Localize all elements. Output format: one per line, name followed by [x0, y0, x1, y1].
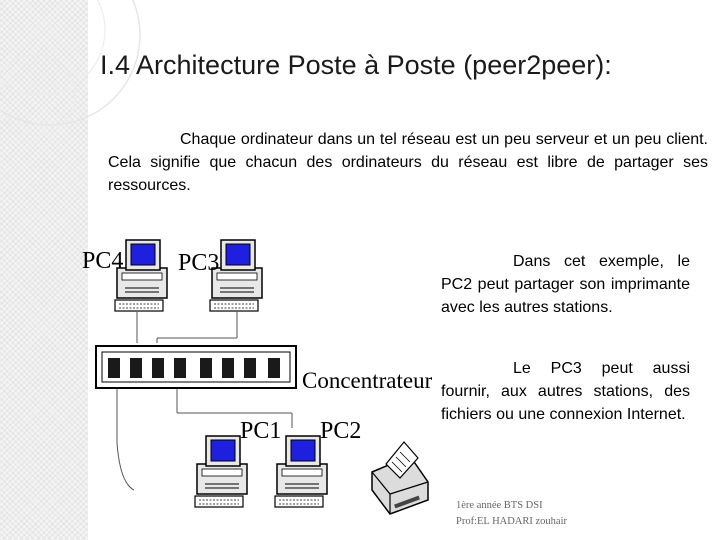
pc1-label: PC1 [240, 418, 281, 444]
slide-title: I.4 Architecture Poste à Poste (peer2pee… [100, 50, 612, 80]
footer-course: 1ère année BTS DSI [456, 500, 543, 511]
hub-icon [95, 345, 297, 389]
pc2-computer-icon [274, 435, 328, 508]
hub-label: Concentrateur [302, 368, 432, 393]
footer: 1ère année BTS DSI Prof:EL HADARI zouhai… [456, 498, 567, 530]
footer-author: Prof:EL HADARI zouhair [456, 516, 568, 527]
printer-icon [371, 441, 429, 515]
pc4-label: PC4 [82, 248, 123, 274]
network-cables [116, 312, 293, 491]
example-paragraph-pc2: Dans cet exemple, le PC2 peut partager s… [441, 253, 690, 316]
network-diagram: PC4 PC3 PC1 PC2 Concentrateur [82, 239, 432, 515]
pc1-computer-icon [194, 435, 248, 508]
example-paragraph-pc3: Le PC3 peut aussi fournir, aux autres st… [441, 360, 690, 423]
pc3-label: PC3 [178, 250, 219, 276]
intro-paragraph: Chaque ordinateur dans un tel réseau est… [108, 131, 708, 194]
pc2-label: PC2 [320, 418, 361, 444]
decorative-circles [0, 0, 141, 136]
